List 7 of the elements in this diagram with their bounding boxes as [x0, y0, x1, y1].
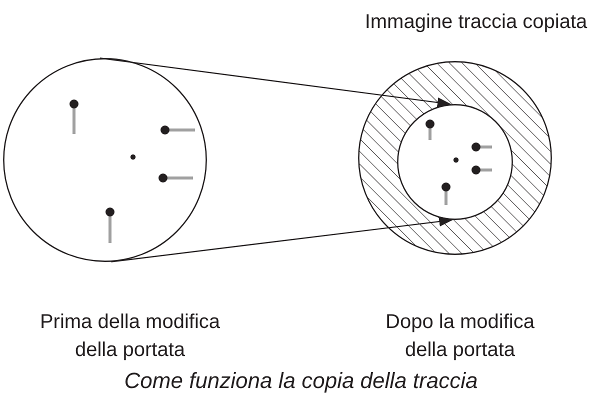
arrow	[100, 58, 452, 108]
circle-outline	[397, 104, 513, 220]
circle-caption: Prima della modifica della portata	[38, 310, 222, 363]
figure-caption: Come funziona la copia della traccia	[123, 368, 479, 394]
arrow	[111, 216, 454, 262]
circle-heading: Immagine traccia copiata	[364, 10, 588, 35]
circle-caption: Dopo la modifica della portata	[384, 310, 536, 363]
